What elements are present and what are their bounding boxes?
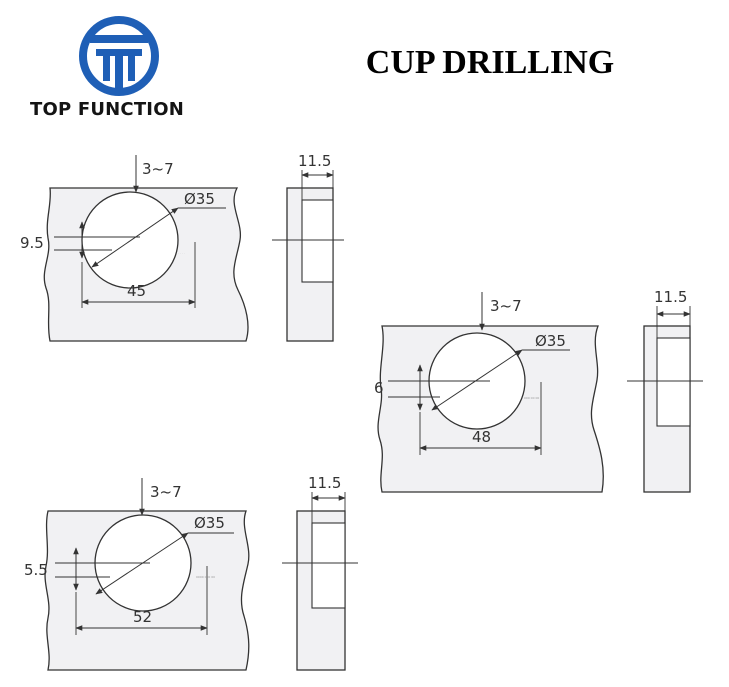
screw-note-3: 0000 000 00 <box>196 575 215 579</box>
offset-label-3: 5.5 <box>24 561 48 579</box>
drawing-1: 3~7 Ø35 9.5 · · · · 45 11.5 <box>20 152 344 342</box>
diameter-label-2: Ø35 <box>535 332 566 350</box>
cup-hole-1 <box>81 191 179 289</box>
spacing-label-3: 52 <box>133 608 152 626</box>
screw-note-2: 000 00 00 <box>524 396 539 400</box>
offset-label-2: 6 <box>374 379 384 397</box>
side-thickness-label-2: 11.5 <box>654 288 687 306</box>
diameter-line-3 <box>95 532 189 595</box>
diameter-line-1 <box>91 207 179 268</box>
screw-note-1: · · · · <box>178 251 185 255</box>
side-cup-1 <box>301 199 334 283</box>
edge-distance-label-1: 3~7 <box>142 160 174 178</box>
side-thickness-label-1: 11.5 <box>298 152 331 170</box>
side-thickness-label-3: 11.5 <box>308 474 341 492</box>
side-cup-2 <box>656 337 691 427</box>
brand-name: TOP FUNCTION <box>30 99 184 120</box>
page-title: CUP DRILLING <box>365 44 615 81</box>
top-function-logo <box>79 16 159 96</box>
drawing-3: 3~7 Ø35 5.5 0000 000 00 52 11.5 <box>24 474 358 671</box>
diameter-label-3: Ø35 <box>194 514 225 532</box>
edge-distance-label-2: 3~7 <box>490 297 522 315</box>
diameter-label-1: Ø35 <box>184 190 215 208</box>
offset-label-1: 9.5 <box>20 234 44 252</box>
spacing-label-2: 48 <box>472 428 491 446</box>
diameter-line-2 <box>431 349 523 411</box>
side-cup-3 <box>311 522 346 609</box>
spacing-label-1: 45 <box>127 282 146 300</box>
drawing-2: 3~7 Ø35 6 000 00 00 48 11.5 <box>374 288 703 493</box>
edge-distance-label-3: 3~7 <box>150 483 182 501</box>
